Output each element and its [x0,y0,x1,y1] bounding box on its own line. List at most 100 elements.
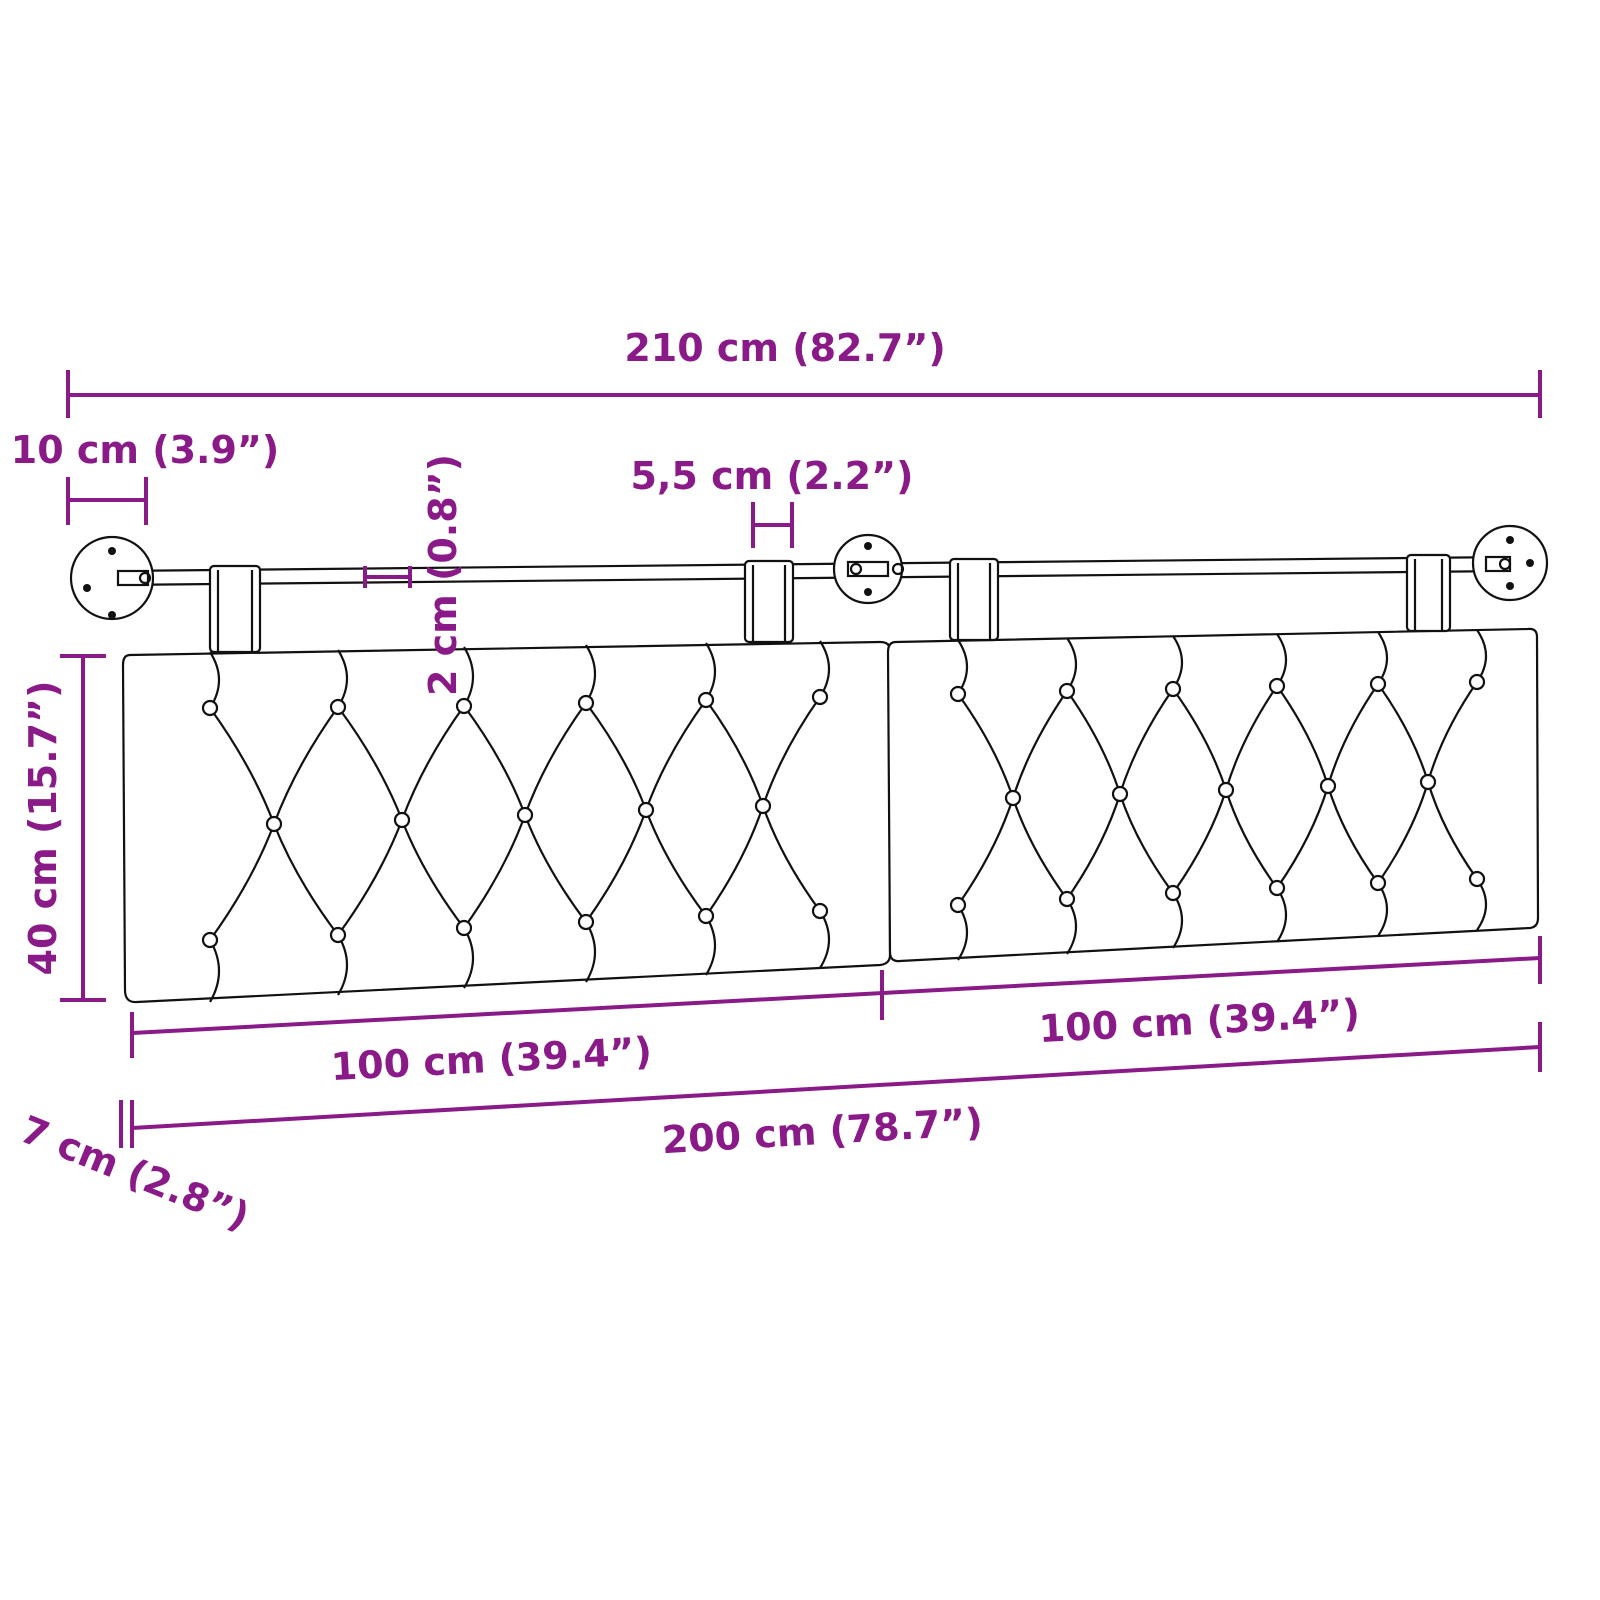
tuft-button [949,685,967,703]
tuft-button [1268,677,1286,695]
tuft-button [329,926,347,944]
tuft-seam [1011,797,1068,900]
tuft-button [1111,785,1129,803]
tuft-button [577,694,595,712]
tuft-seam [1276,685,1330,787]
tuft-seam [272,823,339,936]
tuft-seam [1118,688,1174,795]
cushion-height-label: 40 cm (15.7”) [21,681,65,976]
dim-cushion-height: 40 cm (15.7”) [21,654,106,1002]
tuft-seam [1326,785,1379,884]
tuft-button [754,797,772,815]
tuft-button [1164,884,1182,902]
tuft-button [393,811,411,829]
tufting [201,629,1488,1003]
tuft-seam [1326,683,1379,787]
cushion-right [886,627,1540,963]
tuft-button [201,699,219,717]
tuft-seam [523,814,587,923]
rod-diameter-label: 2 cm (0.8”) [421,454,465,696]
hanging-strap [743,559,795,644]
tuft-seam [957,797,1015,906]
tuft-seam [705,805,765,917]
tuft-button [1468,673,1486,691]
headboard-drawing [69,524,1549,1004]
tuft-seam [1224,685,1278,791]
tuft-button [637,801,655,819]
cushion-right-width-label: 100 cm (39.4”) [1038,991,1361,1051]
tuft-seam [463,814,527,929]
cushion-left-width-label: 100 cm (39.4”) [330,1029,653,1089]
tuft-seam [1066,690,1122,795]
tuft-seam [761,696,821,807]
tuft-seam [644,699,707,811]
tuft-button [455,919,473,937]
tuft-button [577,913,595,931]
wall-bracket-right [1471,524,1549,602]
tuft-button [1058,890,1076,908]
tuft-seam [705,699,765,807]
wall-bracket-center [832,533,905,605]
dim-total-width: 210 cm (82.7”) [66,326,1542,418]
dim-bracket-offset: 10 cm (3.9”) [11,428,280,525]
cushion-left [121,640,892,1004]
dim-cushions-total-width: 200 cm (78.7”) [130,1022,1542,1162]
tuft-seam [209,707,276,825]
tuft-seam [1066,793,1122,900]
hanging-strap [1405,553,1452,633]
tuft-button [1369,675,1387,693]
tuft-seam [400,819,465,929]
tuft-button [1004,789,1022,807]
tuft-seam [1011,690,1068,799]
tuft-button [455,697,473,715]
tuft-seam [400,705,465,821]
dim-rod-diameter: 2 cm (0.8”) [363,454,465,696]
tuft-seam [463,705,527,816]
tuft-seam [761,805,821,912]
wall-bracket-left [69,535,155,621]
tuft-button [949,896,967,914]
tuft-seam [644,809,707,917]
tuft-button [811,902,829,920]
tuft-button [697,691,715,709]
tuft-button [811,688,829,706]
tuft-button [1268,879,1286,897]
tuft-seam [1426,781,1478,880]
bracket-offset-label: 10 cm (3.9”) [11,428,280,472]
tuft-seam [1118,793,1174,894]
tuft-seam [523,702,587,816]
tuft-button [1319,777,1337,795]
cushions-total-width-label: 200 cm (78.7”) [661,1100,984,1162]
tuft-button [1164,680,1182,698]
strap-width-label: 5,5 cm (2.2”) [631,454,914,498]
dim-strap-width: 5,5 cm (2.2”) [631,454,914,548]
tuft-seam [1426,681,1478,783]
tuft-seam [337,706,404,821]
tuft-seam [209,823,276,941]
tuft-button [265,815,283,833]
tuft-button [1468,870,1486,888]
tuft-seam [337,819,404,936]
tuft-seam [1377,781,1430,884]
tuft-button [201,931,219,949]
tuft-button [1058,682,1076,700]
tuft-seam [957,693,1015,799]
curtain-rod [117,555,1513,587]
tuft-seam [1377,683,1430,783]
hanging-straps [208,553,1452,654]
tuft-seam [1172,789,1228,894]
tuft-button [1369,874,1387,892]
tuft-seam [1276,785,1330,889]
total-width-label: 210 cm (82.7”) [624,326,945,370]
hanging-strap [208,564,262,654]
tuft-seam [585,809,648,923]
tuft-button [1217,781,1235,799]
tuft-seam [1172,688,1228,791]
tuft-button [697,907,715,925]
tuft-button [329,698,347,716]
hanging-strap [948,557,1000,642]
tuft-seam [585,702,648,811]
tuft-seam [1224,789,1278,889]
